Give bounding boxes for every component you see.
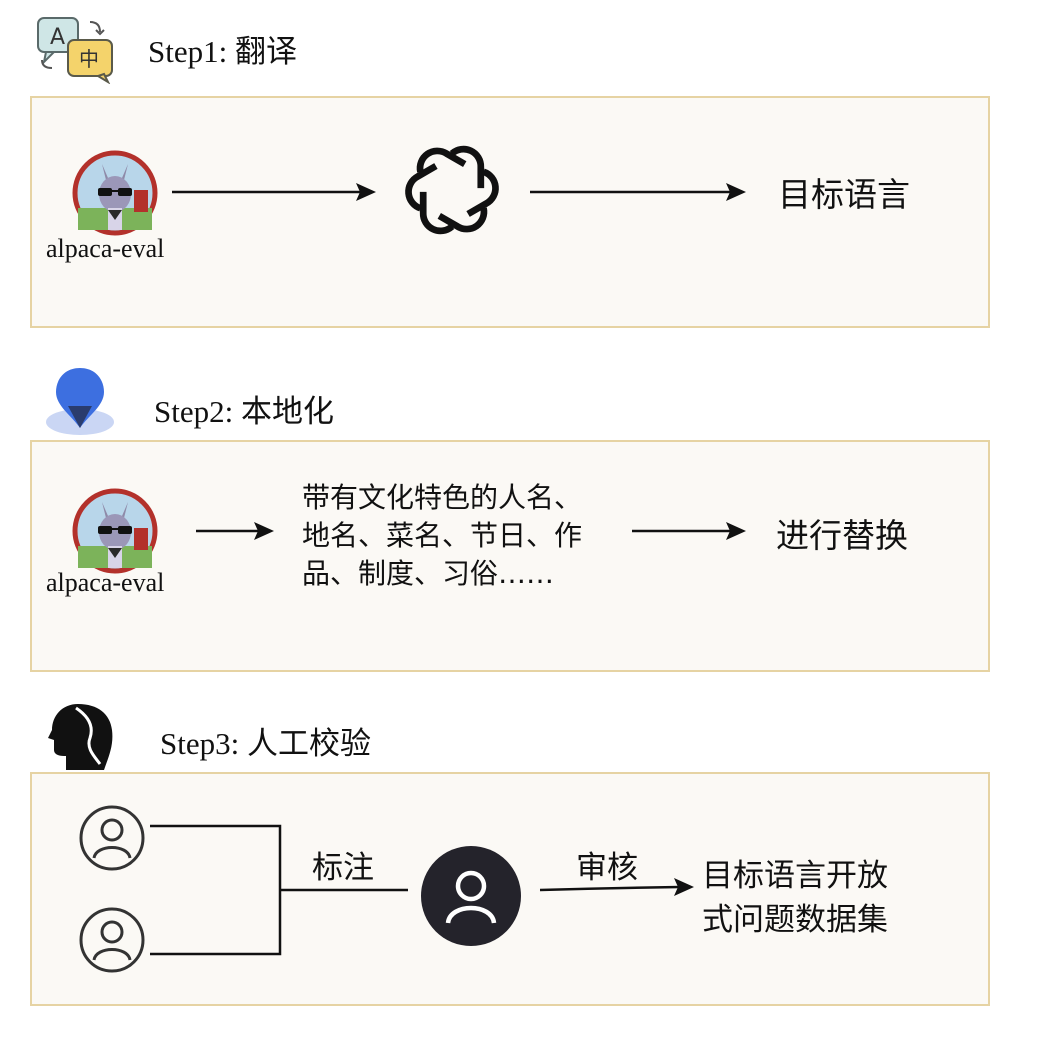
arrow [172,180,378,204]
dataset-line-2: 式问题数据集 [702,902,888,938]
step2-title: Step2: 本地化 [154,394,334,429]
step3-title: Step3: 人工校验 [160,726,371,761]
alpaca-avatar-icon [72,488,158,574]
alpaca-eval-label: alpaca-eval [46,568,165,597]
user-icon [78,804,146,872]
user-icon [420,845,522,947]
arrow [530,180,748,204]
openai-logo-icon [404,142,500,238]
user-icon [78,906,146,974]
translate-icon: A 中 [36,16,116,84]
entity-line-1: 带有文化特色的人名、 [302,481,583,514]
alpaca-avatar-icon [72,150,158,236]
dataset-line-1: 目标语言开放 [702,858,888,894]
entity-line-3: 品、制度、习俗…… [302,557,555,590]
svg-text:A: A [50,25,65,50]
merge-connector [150,824,412,956]
arrow [632,519,748,543]
replace-label: 进行替换 [776,516,908,555]
annotate-label: 标注 [312,850,374,886]
step2-panel [30,440,990,672]
step1-panel [30,96,990,328]
review-label: 审核 [576,850,638,886]
map-pin-icon [44,366,116,436]
human-head-icon [48,702,116,772]
svg-text:中: 中 [79,47,99,71]
arrow [196,519,276,543]
entity-line-2: 地名、菜名、节日、作 [302,519,583,552]
arrow [540,876,696,900]
alpaca-eval-label: alpaca-eval [46,234,165,263]
step1-title: Step1: 翻译 [148,34,297,69]
target-language-label: 目标语言 [778,175,910,214]
